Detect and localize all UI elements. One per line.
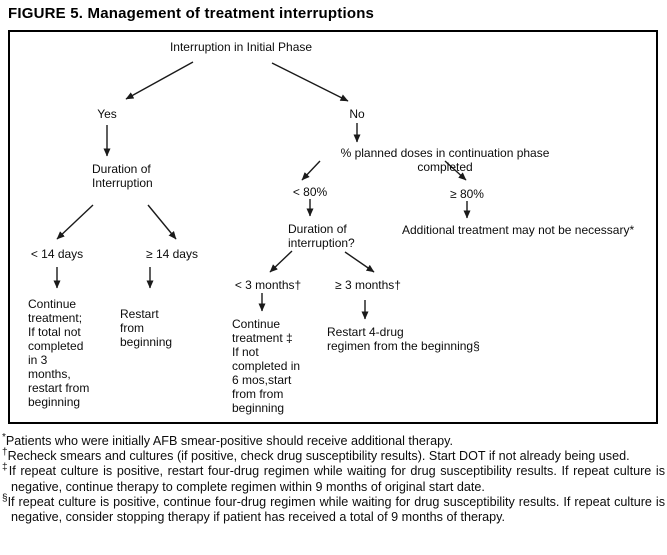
flowchart-arrows: [53, 61, 471, 320]
footnote-double-dagger: ‡If repeat culture is positive, restart …: [2, 462, 665, 494]
footnote-dagger: †Recheck smears and cultures (if positiv…: [2, 447, 665, 464]
node-duration-of-interruption: Duration of Interruption: [92, 162, 153, 190]
footnote-marker-double-dagger: ‡: [2, 462, 9, 474]
flowchart-box: Interruption in Initial Phase Yes No Dur…: [8, 30, 658, 424]
node-percent-planned-doses: % planned doses in continuation phase co…: [340, 146, 550, 174]
arrow-root-to-yes: [125, 61, 194, 100]
node-lt-14-days: < 14 days: [30, 247, 84, 261]
node-yes: Yes: [97, 107, 117, 121]
node-continue-treatment-6-months: Continue treatment ‡ If not completed in…: [232, 317, 301, 415]
figure-title: FIGURE 5. Management of treatment interr…: [8, 5, 375, 22]
node-additional-treatment-not-necessary: Additional treatment may not be necessar…: [402, 223, 635, 237]
footnote-text-section: If repeat culture is positive, continue …: [7, 494, 665, 525]
node-ge-14-days: ≥ 14 days: [146, 247, 198, 261]
node-ge-3-months: ≥ 3 months†: [335, 278, 401, 292]
footnote-section: §If repeat culture is positive, continue…: [2, 492, 665, 525]
footnote-marker-dagger: †: [2, 447, 8, 459]
node-no: No: [349, 107, 365, 121]
footnote-asterisk: *Patients who were initially AFB smear-p…: [2, 431, 665, 449]
node-continue-treatment-3-months: Continue treatment; If total not complet…: [28, 297, 90, 409]
arrow-root-to-no: [271, 62, 349, 102]
node-duration-of-interruption-question: Duration of interruption?: [288, 222, 355, 250]
arrow-duration2-to-lt3: [269, 250, 293, 273]
footnote-marker-section: §: [2, 492, 8, 504]
node-lt-80-percent: < 80%: [292, 185, 328, 199]
footnote-text-double-dagger: If repeat culture is positive, restart f…: [8, 464, 665, 494]
node-restart-from-beginning: Restart from beginning: [120, 307, 173, 349]
arrow-percent-to-ge80: [444, 160, 467, 181]
node-lt-3-months: < 3 months†: [234, 278, 302, 292]
arrow-percent-to-lt80: [301, 160, 321, 181]
footnote-marker-asterisk: *: [2, 431, 6, 443]
footnotes: *Patients who were initially AFB smear-p…: [2, 431, 665, 525]
node-interruption-initial-phase: Interruption in Initial Phase: [169, 40, 313, 54]
node-restart-4-drug-regimen: Restart 4-drug regimen from the beginnin…: [327, 325, 480, 353]
footnote-text-dagger: Recheck smears and cultures (if positive…: [7, 449, 630, 464]
arrow-duration-to-lt14: [56, 204, 94, 240]
arrow-duration2-to-ge3: [344, 251, 375, 273]
node-ge-80-percent: ≥ 80%: [450, 187, 484, 201]
arrow-duration-to-ge14: [147, 204, 177, 240]
footnote-text-asterisk: Patients who were initially AFB smear-po…: [5, 434, 453, 448]
